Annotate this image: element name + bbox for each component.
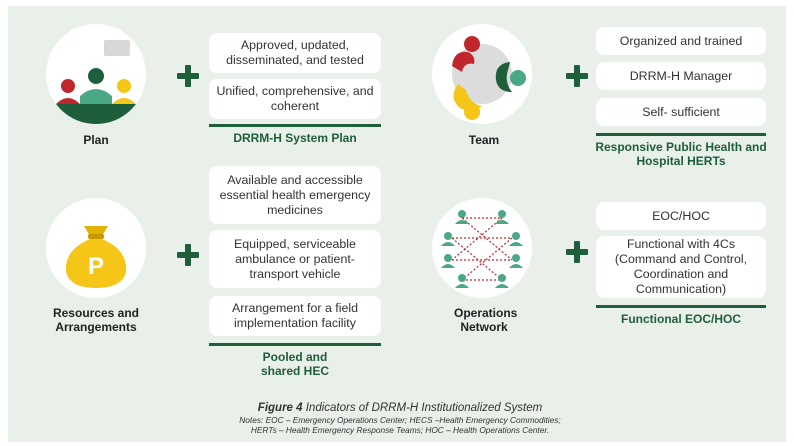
team-group-title: Responsive Public Health and Hospital HE… [595, 140, 767, 168]
resources-item-1: Available and accessible essential healt… [209, 166, 381, 224]
plan-plus-icon [176, 64, 200, 88]
resources-item-3: Arrangement for a field implementation f… [209, 296, 381, 336]
plan-rule [209, 124, 381, 127]
team-item-1: Organized and trained [596, 27, 766, 55]
notes-line-1: Notes: EOC – Emergency Operations Center… [239, 415, 561, 425]
resources-plus-icon [176, 243, 200, 267]
figure-title: Indicators of DRRM-H Institutionalized S… [302, 402, 543, 414]
team-item-3: Self- sufficient [596, 98, 766, 126]
operations-rule [596, 305, 766, 308]
plan-icon [46, 24, 146, 124]
figure-number: Figure 4 [257, 402, 303, 414]
operations-label: Operations Network [454, 306, 518, 334]
resources-item-2: Equipped, serviceable ambulance or patie… [209, 230, 381, 288]
plan-label: Plan [83, 133, 109, 147]
resources-group-title: Pooled and shared HEC [260, 350, 330, 378]
team-plus-icon [565, 64, 589, 88]
network-icon [432, 198, 532, 298]
money-bag-icon: P [46, 198, 146, 298]
plan-group-title: DRRM-H System Plan [233, 131, 357, 145]
operations-group-title: Functional EOC/HOC [621, 312, 741, 326]
team-rule [596, 133, 766, 136]
plan-item-2: Unified, comprehensive, and coherent [209, 79, 381, 119]
resources-rule [209, 343, 381, 346]
operations-plus-icon [565, 240, 589, 264]
team-icon [432, 24, 532, 124]
operations-item-2: Functional with 4Cs (Command and Control… [596, 236, 766, 298]
operations-item-1: EOC/HOC [596, 202, 766, 230]
team-label: Team [468, 133, 500, 147]
resources-label: Resources and Arrangements [52, 306, 140, 334]
plan-item-1: Approved, updated, disseminated, and tes… [209, 33, 381, 73]
notes-line-2: HERTs – Health Emergency Response Teams;… [250, 425, 550, 435]
peso-sign-text: P [88, 253, 104, 280]
figure-caption: Figure 4 Indicators of DRRM-H Institutio… [150, 402, 650, 414]
figure-notes: Notes: EOC – Emergency Operations Center… [150, 415, 650, 435]
team-item-2: DRRM-H Manager [596, 62, 766, 90]
